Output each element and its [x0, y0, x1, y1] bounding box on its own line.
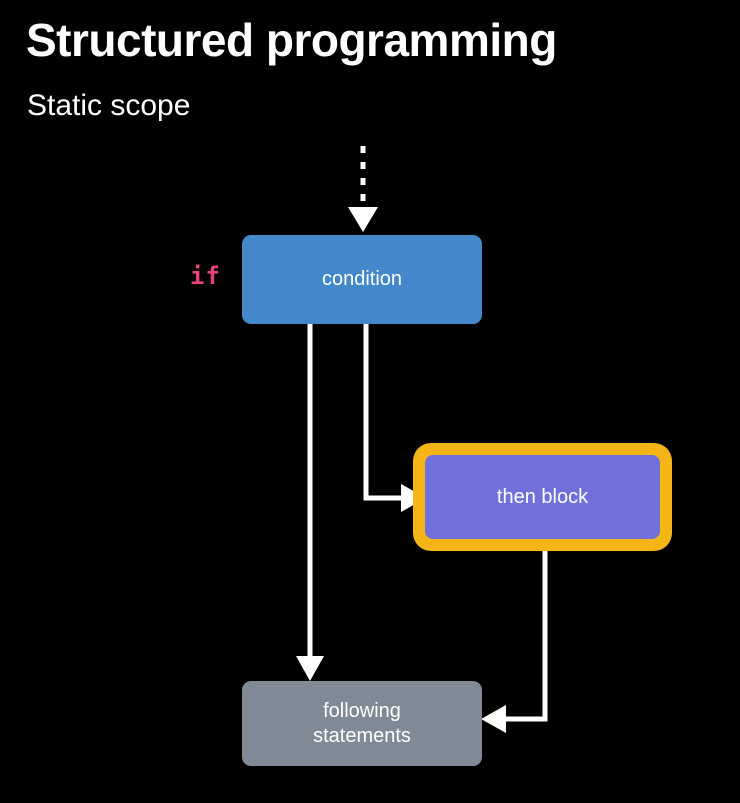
edge-condition-to-following — [296, 324, 324, 681]
node-following-statements[interactable]: following statements — [242, 681, 482, 766]
node-condition[interactable]: condition — [242, 235, 482, 324]
page-subtitle: Static scope — [27, 89, 191, 122]
node-then-block-label: then block — [496, 485, 589, 508]
keyword-label-if: if — [190, 262, 221, 290]
node-following-statements-label-line1: following — [323, 700, 401, 723]
node-condition-label: condition — [321, 268, 403, 291]
node-then-block[interactable]: then block — [413, 443, 672, 551]
node-following-statements-label-line2: statements — [313, 724, 411, 747]
page-title: Structured programming — [26, 14, 557, 66]
node-following-statements-label: following statements — [313, 699, 411, 748]
node-then-block-inner: then block — [425, 455, 660, 539]
edge-then-block-to-following — [481, 551, 548, 733]
edge-entry-to-condition — [348, 146, 378, 232]
